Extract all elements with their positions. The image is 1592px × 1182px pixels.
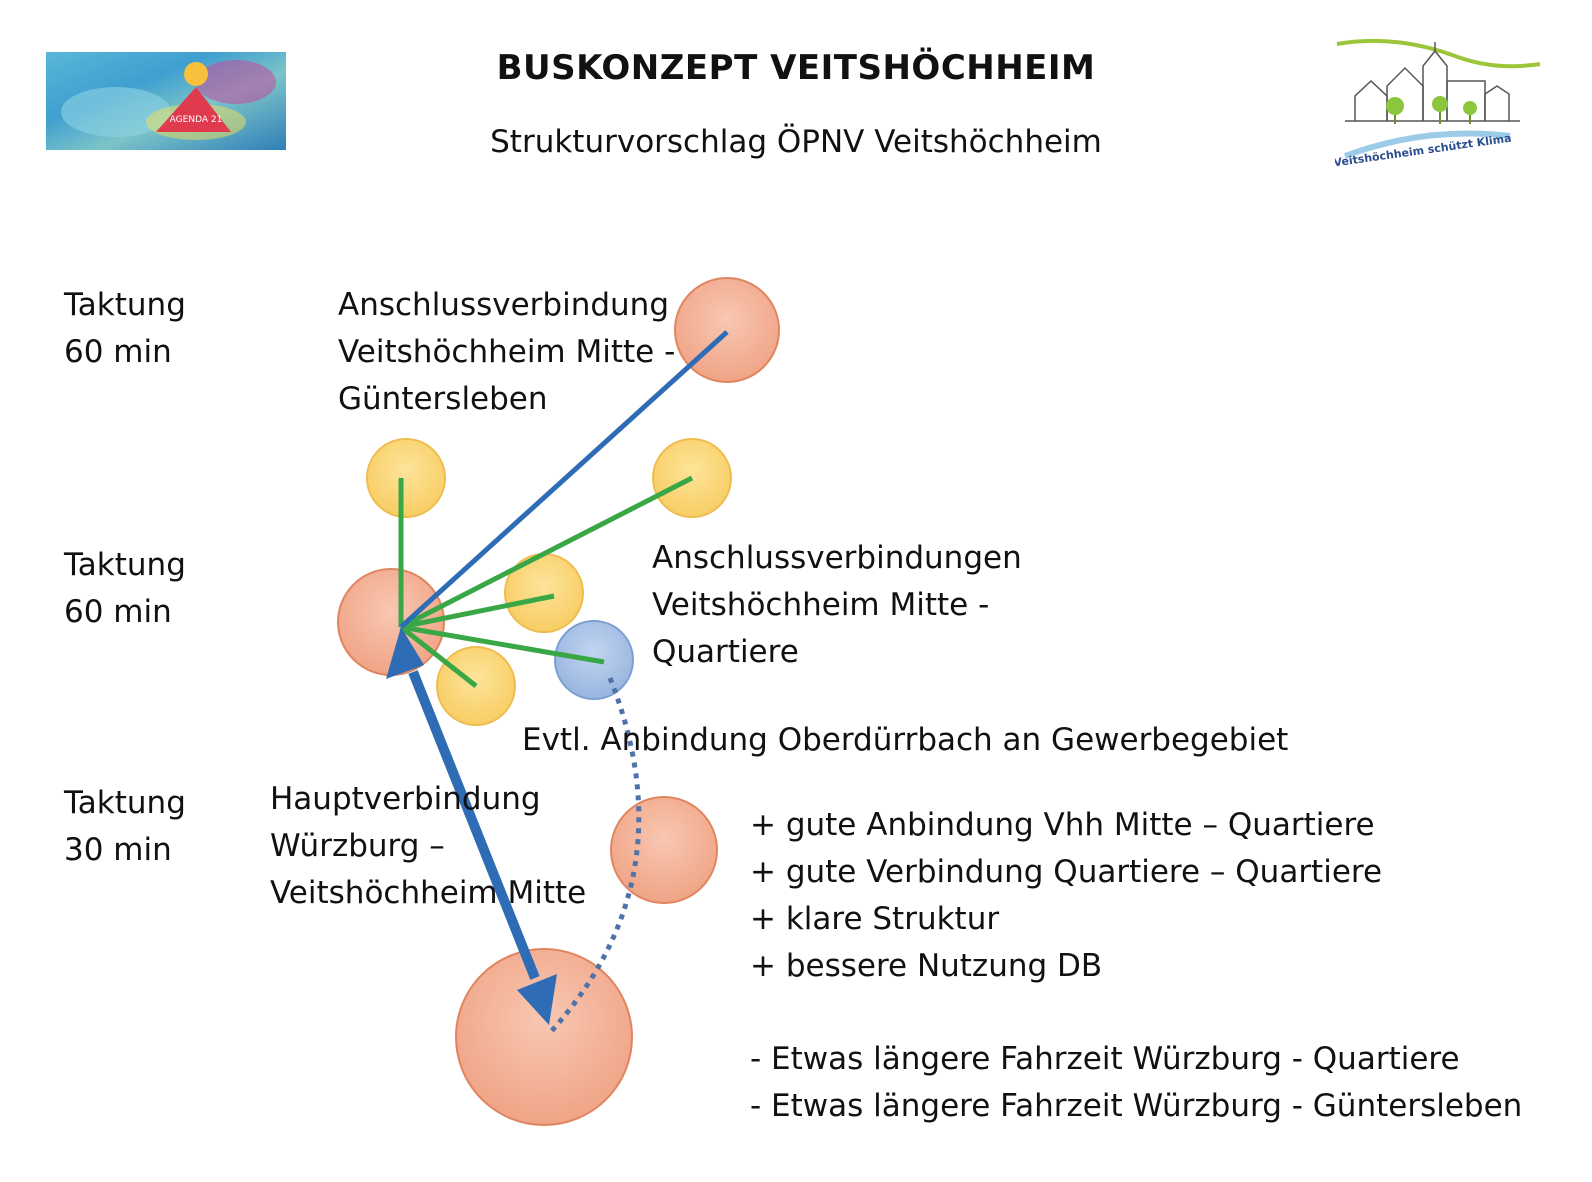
arrowhead-down <box>517 974 557 1025</box>
label-anschluss-quartiere-line2: Veitshöchheim Mitte - <box>652 587 990 623</box>
pro-item: + gute Anbindung Vhh Mitte – Quartiere <box>750 807 1375 843</box>
con-item: - Etwas längere Fahrzeit Würzburg - Quar… <box>750 1041 1460 1077</box>
link-main-wuerzburg-mitte <box>408 670 540 980</box>
tier-label-2: Taktung 60 min <box>64 542 186 636</box>
label-anschluss-quartiere: Anschlussverbindungen Veitshöchheim Mitt… <box>652 535 1022 676</box>
label-anschluss-guentersleben: Anschlussverbindung Veitshöchheim Mitte … <box>338 282 675 423</box>
label-anschluss-guentersleben-line1: Anschlussverbindung <box>338 287 670 323</box>
agenda21-logo-text: AGENDA 21 <box>170 115 223 125</box>
tier-label-1-line1: Taktung <box>64 287 186 323</box>
node-wuerzburg <box>455 948 633 1126</box>
agenda21-logo: AGENDA 21 <box>46 52 286 150</box>
tier-label-3-line2: 30 min <box>64 832 172 868</box>
pro-item: + gute Verbindung Quartiere – Quartiere <box>750 854 1383 890</box>
link-mitte-quartier-4 <box>399 625 478 688</box>
label-anschluss-quartiere-line1: Anschlussverbindungen <box>652 540 1022 576</box>
page-subtitle: Strukturvorschlag ÖPNV Veitshöchheim <box>490 124 1102 160</box>
tier-label-1: Taktung 60 min <box>64 282 186 376</box>
label-hauptverbindung: Hauptverbindung Würzburg – Veitshöchheim… <box>270 776 586 917</box>
con-item: - Etwas längere Fahrzeit Würzburg - Günt… <box>750 1088 1523 1124</box>
link-mitte-guentersleben <box>399 330 729 629</box>
label-anschluss-guentersleben-line3: Güntersleben <box>338 381 548 417</box>
label-hauptverbindung-line3: Veitshöchheim Mitte <box>270 875 587 911</box>
link-dotted-oberduerrbach <box>546 677 642 1037</box>
pro-item: + bessere Nutzung DB <box>750 948 1103 984</box>
pro-item: + klare Struktur <box>750 901 1000 937</box>
label-anschluss-quartiere-line3: Quartiere <box>652 634 799 670</box>
tier-label-3: Taktung 30 min <box>64 780 186 874</box>
label-anschluss-guentersleben-line2: Veitshöchheim Mitte - <box>338 334 676 370</box>
label-hauptverbindung-line1: Hauptverbindung <box>270 781 541 817</box>
label-hauptverbindung-line2: Würzburg – <box>270 828 445 864</box>
tier-label-2-line1: Taktung <box>64 547 186 583</box>
node-oberduerrbach <box>610 796 718 904</box>
tier-label-1-line2: 60 min <box>64 334 172 370</box>
link-mitte-quartier-2 <box>399 475 694 630</box>
arrowhead-up <box>386 627 424 679</box>
cons-list: - Etwas längere Fahrzeit Würzburg - Quar… <box>750 1036 1522 1130</box>
link-mitte-quartier-3 <box>400 593 555 630</box>
tier-label-3-line1: Taktung <box>64 785 186 821</box>
node-quartier-1 <box>366 438 446 518</box>
klima-logo: Veitshöchheim schützt Klima <box>1335 38 1541 169</box>
label-oberduerrbach: Evtl. Anbindung Oberdürrbach an Gewerbeg… <box>522 722 1289 758</box>
pros-list: + gute Anbindung Vhh Mitte – Quartiere +… <box>750 802 1382 990</box>
link-mitte-gewerbegebiet <box>400 624 605 665</box>
page-title: BUSKONZEPT VEITSHÖCHHEIM <box>496 48 1096 88</box>
tier-label-2-line2: 60 min <box>64 594 172 630</box>
